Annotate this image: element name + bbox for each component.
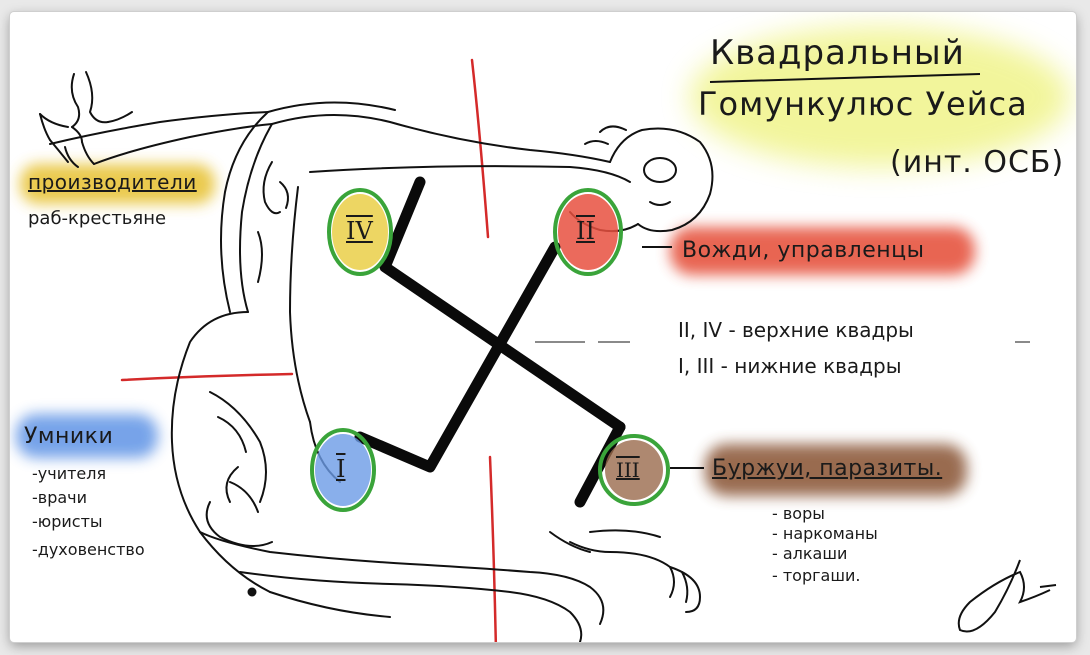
numeral-iv: IV — [346, 217, 373, 245]
whiteboard: Квадральный Гомункулюс Уейса (инт. ОСБ) … — [10, 12, 1076, 642]
numeral-i: I — [336, 455, 345, 483]
label-bourgeois: Буржуи, паразиты. — [712, 458, 942, 480]
numeral-iii: III — [616, 458, 640, 482]
bourgeois-item: - воры — [772, 506, 825, 522]
producers-subtitle: раб-крестьяне — [28, 210, 166, 228]
label-leaders: Вожди, управленцы — [682, 240, 925, 262]
label-smart: Умники — [24, 426, 113, 448]
bourgeois-item: - алкаши — [772, 546, 847, 562]
note-lower-quadras: I, III - нижние квадры — [678, 356, 902, 376]
title-line-2: Гомункулюс Уейса — [698, 88, 1028, 120]
smart-item: -юристы — [32, 514, 103, 530]
bourgeois-item: - торгаши. — [772, 568, 860, 584]
signature-scribble — [959, 560, 1056, 632]
quadrant-axes — [122, 60, 496, 642]
smart-item: -учителя — [32, 466, 106, 482]
note-upper-quadras: II, IV - верхние квадры — [678, 320, 914, 340]
smart-item: -духовенство — [32, 542, 145, 558]
title-note: (инт. ОСБ) — [890, 148, 1064, 178]
numeral-ii: II — [576, 217, 595, 245]
title-line-1: Квадральный — [710, 36, 965, 70]
bourgeois-item: - наркоманы — [772, 526, 878, 542]
label-producers: производители — [28, 172, 197, 192]
smart-item: -врачи — [32, 490, 87, 506]
